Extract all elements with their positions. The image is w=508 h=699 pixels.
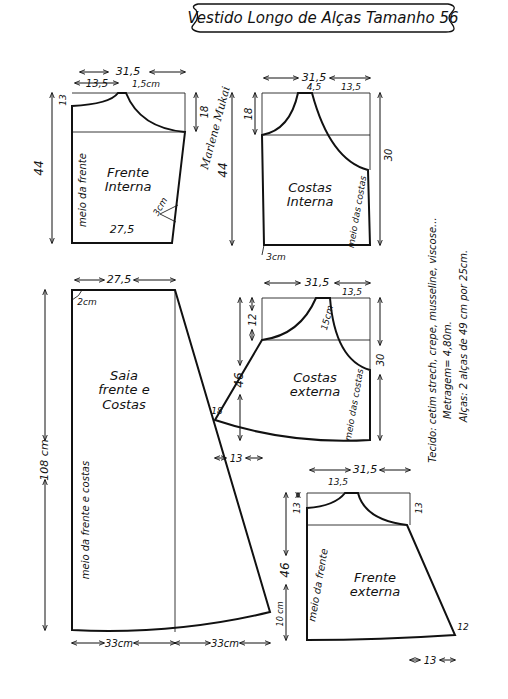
dimension-label: 13,5 <box>342 288 362 298</box>
dimension-label: 27,5 <box>110 224 135 236</box>
dimension-label: 13,5 <box>86 78 108 89</box>
dimension-label: 4,5 <box>307 83 321 93</box>
dimension-label: 12 <box>457 623 468 633</box>
fabric-note: Metragem= 4,80m. <box>442 321 453 419</box>
dimension-arrow <box>286 585 287 640</box>
dimension-arrow <box>440 660 455 661</box>
cut-line <box>215 298 370 441</box>
dimension-arrow <box>52 93 53 243</box>
dimension-label: 27,5 <box>107 274 132 286</box>
dimension-arrow <box>175 643 210 644</box>
dimension-label: 13 <box>230 453 243 464</box>
dimension-arrow <box>380 298 381 345</box>
dimension-label: 12 <box>247 314 258 327</box>
dimension-arrow <box>330 78 370 79</box>
dimension-label: 2cm <box>77 298 96 308</box>
piece-name: Frente Interna <box>93 166 163 195</box>
dimension-arrow <box>310 470 350 471</box>
dimension-label: 13 <box>293 502 303 513</box>
dimension-arrow <box>134 643 175 644</box>
dimension-label: 30 <box>383 149 394 162</box>
dimension-arrow <box>252 298 253 310</box>
dimension-arrow <box>265 283 300 284</box>
dimension-arrow <box>380 93 381 245</box>
cut-line <box>72 290 270 631</box>
dimension-label: 44 <box>217 162 230 177</box>
dimension-arrow <box>255 93 256 134</box>
dimension-arrow <box>240 395 241 440</box>
fold-label: meio das costas <box>347 175 369 248</box>
dimension-label: 108 cm <box>39 439 51 480</box>
dimension-arrow <box>240 298 241 365</box>
title-text: Vestido Longo de Alças Tamanho 56 <box>187 10 458 27</box>
dimension-label: 31,5 <box>116 66 141 78</box>
guide-line <box>307 493 410 525</box>
guide-line <box>72 290 175 632</box>
fabric-note: Tecido: cetim strech, crepe, musseline, … <box>427 217 438 462</box>
guide-line <box>72 93 185 222</box>
dimension-label: 46 <box>233 372 246 387</box>
dimension-label: 33cm <box>105 638 133 649</box>
dimension-label: 3cm <box>266 253 285 263</box>
dimension-arrow <box>410 660 420 661</box>
dimension-arrow <box>72 643 104 644</box>
pattern-piece: Frente externa meio da frente <box>302 488 462 646</box>
dimension-arrow <box>45 290 46 440</box>
dimension-arrow <box>335 283 370 284</box>
signature: Marlene Mukai <box>199 85 233 171</box>
dimension-label: 30 <box>375 354 386 367</box>
piece-name: Costas Interna <box>275 181 345 210</box>
dimension-arrow <box>80 72 108 73</box>
piece-name: Costas externa <box>280 371 350 400</box>
dimension-arrow <box>232 93 233 245</box>
pattern-piece: Costas externameio das costas <box>210 292 376 448</box>
dimension-label: 1,5cm <box>132 80 160 90</box>
cut-line <box>307 493 455 640</box>
dimension-label: 46 <box>279 562 292 577</box>
cut-line <box>72 93 185 243</box>
dimension-arrow <box>298 493 299 497</box>
dimension-label: 31,5 <box>353 464 378 476</box>
dimension-label: 44 <box>33 160 46 175</box>
fold-label: meio das costas <box>344 368 366 441</box>
fold-label: meio da frente e costas <box>80 461 91 579</box>
dimension-arrow <box>45 480 46 630</box>
piece-name: Saia frente e Costas <box>89 369 159 412</box>
pattern-piece: Costas Internameio das costas <box>256 88 376 250</box>
fold-label: meio da frente <box>306 548 330 623</box>
dimension-arrow <box>380 470 410 471</box>
dimension-arrow <box>196 93 197 131</box>
dimension-arrow <box>246 458 262 459</box>
dimension-label: 18 <box>199 106 210 119</box>
dimension-label: 10 cm <box>277 602 286 627</box>
dimension-label: 3cm <box>152 196 170 218</box>
dimension-arrow <box>380 375 381 440</box>
guide-line <box>262 298 370 370</box>
fold-label: meio da frente <box>77 153 88 227</box>
dimension-label: 18 <box>211 407 222 417</box>
dimension-label: 13,5 <box>341 83 361 93</box>
dimension-arrow <box>75 280 104 281</box>
dimension-label: 13,5 <box>328 478 348 488</box>
dimension-label: 31,5 <box>305 277 330 289</box>
dimension-arrow <box>134 280 175 281</box>
dimension-label: 13 <box>415 502 425 513</box>
dimension-label: 13 <box>59 94 69 105</box>
dimension-arrow <box>240 643 270 644</box>
piece-name: Frente externa <box>340 571 410 600</box>
fabric-note: Alças: 2 alças de 49 cm por 25cm. <box>458 250 469 422</box>
pattern-piece: Saia frente e Costas meio da frente e cos… <box>66 286 276 638</box>
piece-outline <box>66 286 276 638</box>
dimension-label: 13 <box>424 655 437 666</box>
dimension-arrow <box>264 78 298 79</box>
dimension-arrow <box>286 493 287 555</box>
guide-line <box>262 93 370 255</box>
dimension-label: 18 <box>243 108 254 121</box>
dimension-arrow <box>252 330 253 340</box>
dimension-arrow <box>150 72 185 73</box>
dimension-label: 33cm <box>211 638 239 649</box>
